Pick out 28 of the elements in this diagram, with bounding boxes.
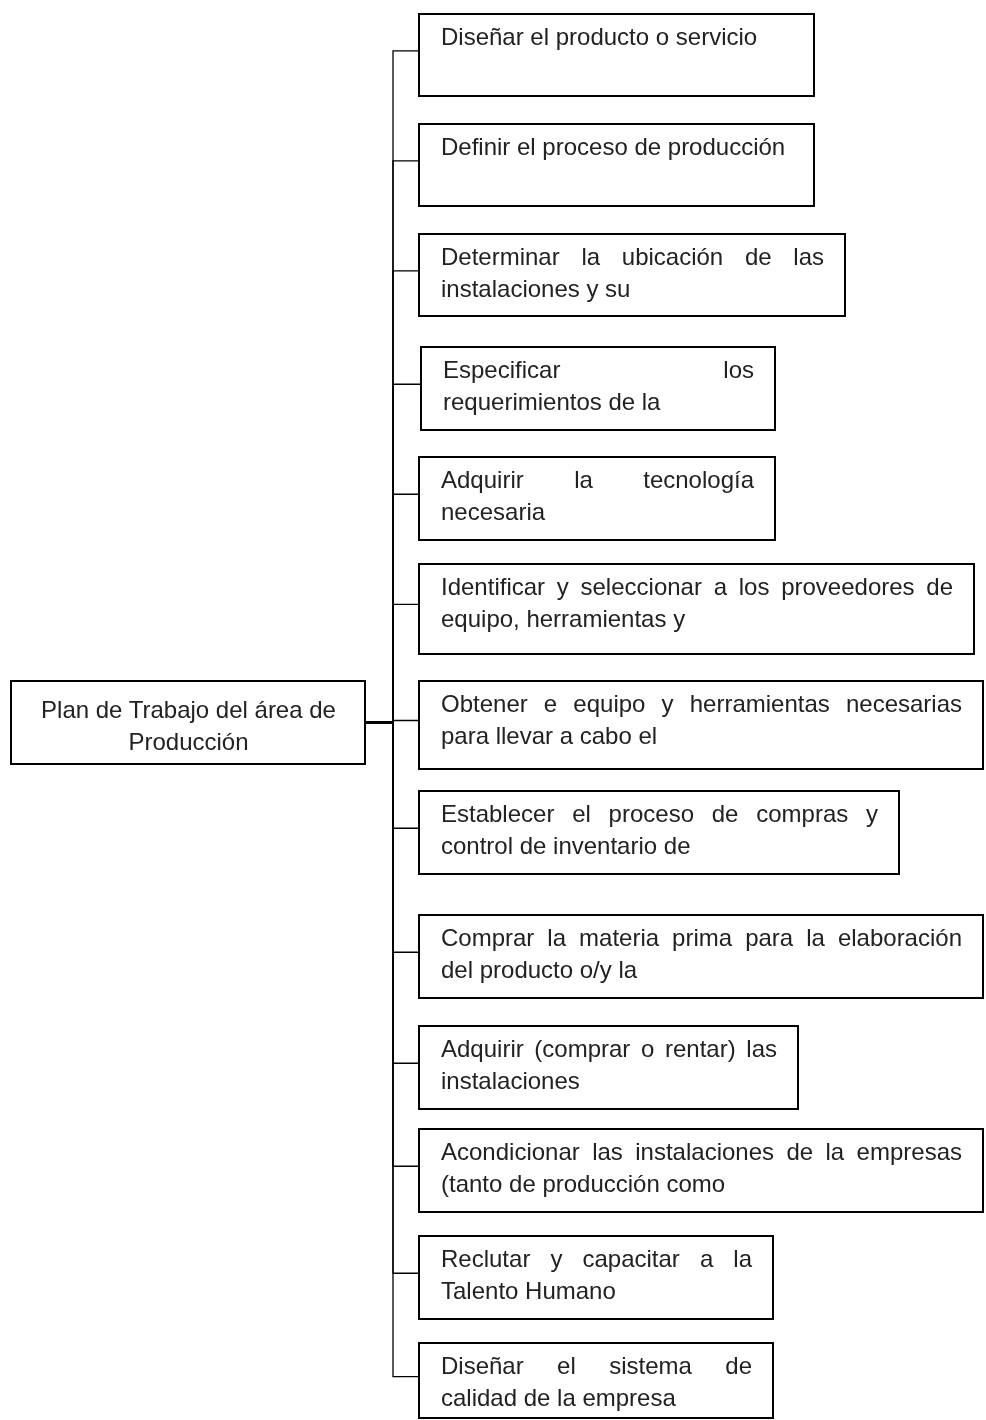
task-box xyxy=(418,456,776,541)
box-text: Establecer el proceso de compras y control de inventario de xyxy=(441,799,878,861)
task-box xyxy=(418,790,900,875)
box-text: Reclutar y capacitar a la Talento Humano xyxy=(441,1244,752,1306)
box-text: Adquirir la tecnología necesaria xyxy=(441,465,754,527)
task-box xyxy=(418,233,846,317)
task-box xyxy=(420,346,776,431)
box-text: Plan de Trabajo del área de Producción xyxy=(40,694,337,757)
task-box xyxy=(418,914,984,999)
box-text: Diseñar el producto o servicio xyxy=(441,22,759,52)
box-text: Identificar y seleccionar a los proveedores de equipo, herramientas y xyxy=(441,572,953,634)
task-box xyxy=(418,1128,984,1213)
box-text: Determinar la ubicación de las instalaciones y su xyxy=(441,242,824,304)
root-box xyxy=(10,680,366,765)
task-box xyxy=(418,1342,774,1419)
task-box xyxy=(418,563,975,655)
task-box xyxy=(418,1235,774,1320)
box-text: Acondicionar las instalaciones de la empresas (tanto de producción como xyxy=(441,1137,962,1199)
task-box xyxy=(418,1025,799,1110)
box-text: Definir el proceso de producción xyxy=(441,132,787,162)
task-box xyxy=(418,680,984,770)
box-text: Obtener e equipo y herramientas necesarias para llevar a cabo el xyxy=(441,689,962,751)
task-box xyxy=(418,123,815,207)
task-box xyxy=(418,13,815,97)
box-text: Especificar los requerimientos de la xyxy=(443,355,754,417)
box-text: Diseñar el sistema de calidad de la empresa xyxy=(441,1351,752,1413)
box-text: Adquirir (comprar o rentar) las instalaciones xyxy=(441,1034,777,1096)
box-text: Comprar la materia prima para la elaboración del producto o/y la xyxy=(441,923,962,985)
